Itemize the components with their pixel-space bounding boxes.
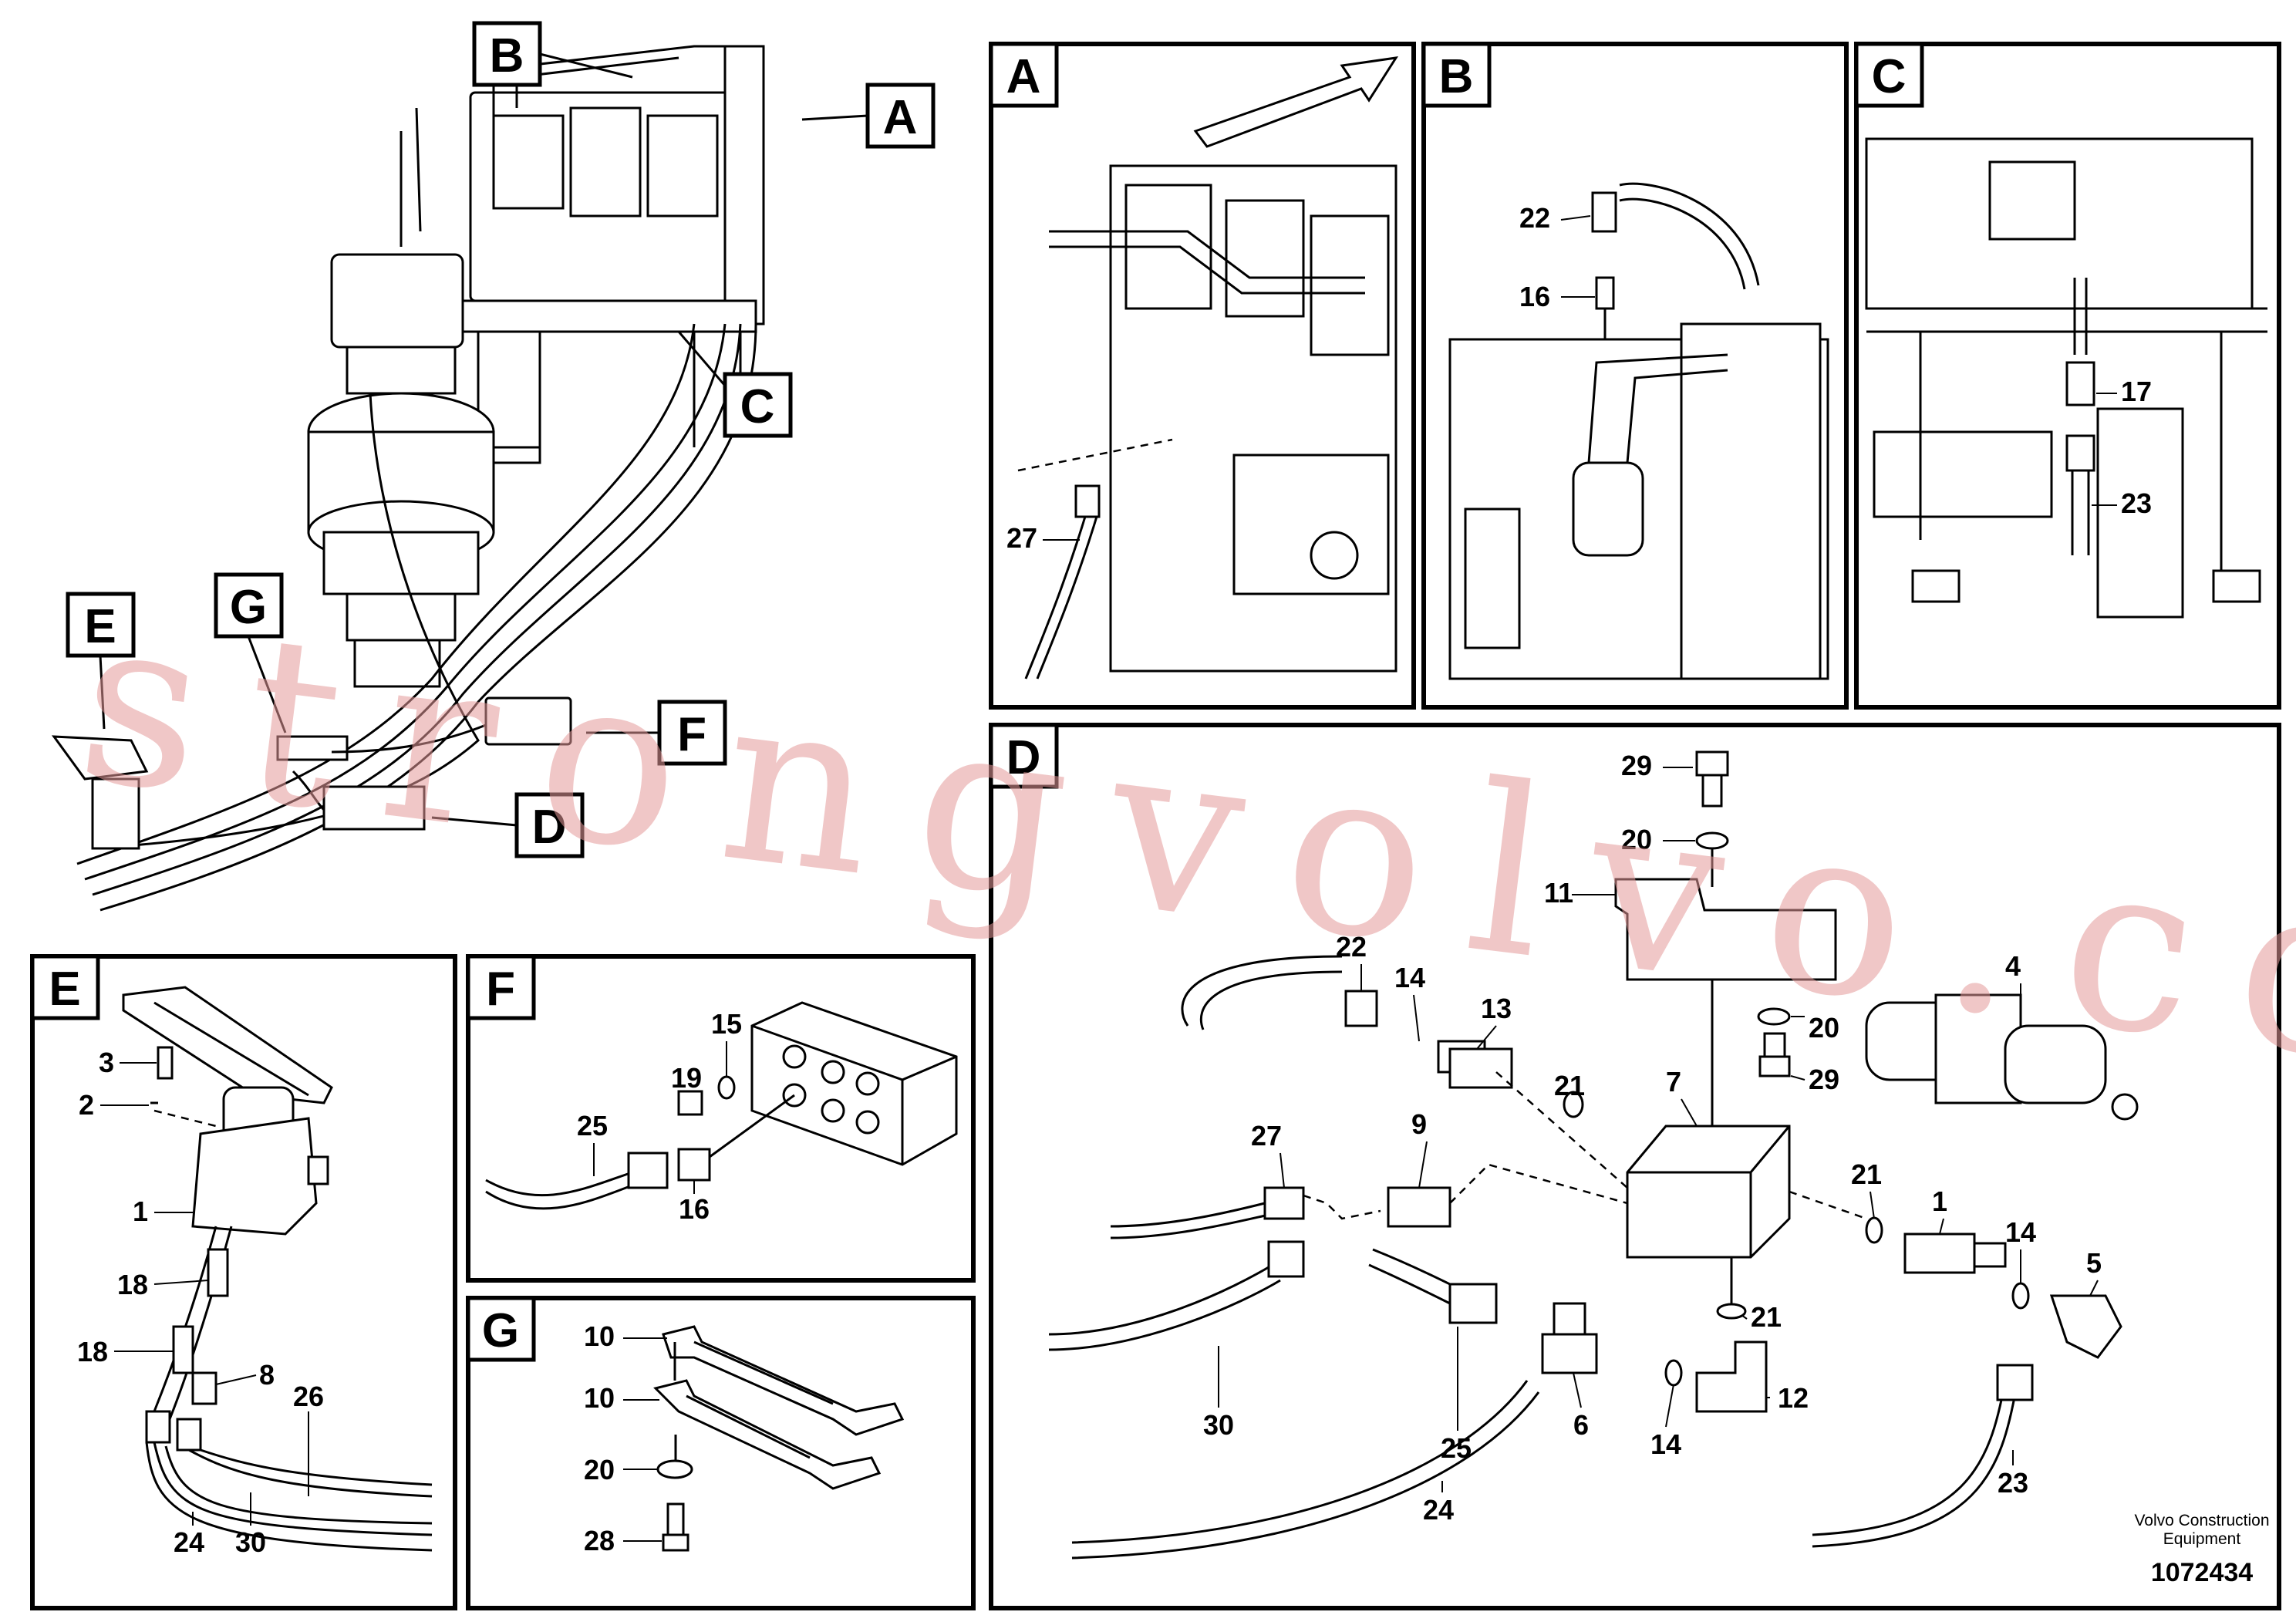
panel-A-tag: A [1006,50,1041,103]
panel-E-callout-18b: 18 [77,1336,108,1367]
panel-D-callout-29a: 29 [1621,750,1652,781]
panel-D-tag: D [1006,731,1041,784]
panel-D-callout-13a: 13 [1481,993,1512,1024]
panel-E-callout-30: 30 [235,1526,266,1558]
panel-G-tag: G [482,1304,519,1357]
panel-D-callout-24: 24 [1423,1494,1454,1526]
section-tag-B[interactable]: B [472,21,633,87]
section-tag-A[interactable]: A [801,83,936,149]
leader-D [431,816,518,827]
leader-B [539,52,633,79]
section-tag-G[interactable]: G [214,572,287,733]
panel-C-tag: C [1872,50,1907,103]
tag-label-C: C [740,380,775,433]
section-tag-C[interactable]: C [677,331,793,438]
tag-label-D: D [532,801,567,854]
panel-E-tag: E [49,963,80,1016]
panel-D-callout-29b: 29 [1809,1064,1839,1095]
panel-E-callout-24: 24 [174,1526,204,1558]
panel-E-callout-1: 1 [133,1195,148,1227]
panel-F-callout-15: 15 [711,1008,742,1040]
tag-label-G: G [230,581,267,634]
panel-G-callout-10a: 10 [584,1320,615,1352]
panel-D-callout-27: 27 [1251,1120,1282,1152]
panel-E-callout-2: 2 [79,1089,94,1121]
panel-E-callout-3: 3 [99,1047,114,1078]
leader-A [801,114,868,121]
section-tag-E[interactable]: E [66,592,136,730]
panel-F-tag: F [486,963,515,1016]
panel-F-callout-25: 25 [577,1110,608,1141]
tag-label-A: A [883,91,918,144]
tag-label-F: F [677,708,706,761]
panel-D-callout-20a: 20 [1621,824,1652,855]
document-number: 1072434 [2151,1558,2253,1587]
panel-E-callout-8: 8 [259,1359,275,1391]
leader-C [677,331,727,386]
panel-C-callout-23: 23 [2121,487,2152,519]
panel-E-callout-18a: 18 [117,1269,148,1300]
panel-D-callout-30: 30 [1203,1409,1234,1441]
panel-D-callout-22: 22 [1336,931,1367,963]
panel-D-callout-1: 1 [1932,1185,1947,1217]
panel-D-callout-14c: 14 [1650,1428,1681,1460]
overview-tags: B A C E G F D [66,21,936,858]
panel-F-callout-16: 16 [679,1193,710,1225]
panel-B-callout-16: 16 [1519,281,1550,312]
panel-D-callout-20b: 20 [1809,1012,1839,1044]
section-tag-D[interactable]: D [431,792,585,858]
leader-G [247,636,287,733]
panel-F: F 19 15 25 16 [466,954,976,1283]
section-tag-F[interactable]: F [586,700,727,766]
panel-D-callout-21c: 21 [1751,1301,1782,1333]
panel-C: C 17 23 [1854,42,2281,710]
panel-G-callout-10b: 10 [584,1382,615,1414]
panel-C-callout-17: 17 [2121,376,2152,407]
panel-D: D [989,723,2281,1610]
panel-G: G 10 10 20 28 [466,1296,976,1610]
company-name-line1: Volvo Construction [2134,1512,2269,1529]
panel-B-callout-22: 22 [1519,202,1550,234]
overview-illustration [51,45,765,912]
panel-D-callout-21a: 21 [1554,1070,1585,1101]
panel-D-callout-25: 25 [1441,1432,1472,1464]
panel-D-callout-21b: 21 [1851,1158,1882,1190]
panel-D-callout-12: 12 [1778,1382,1809,1414]
direction-arrow-icon [1193,56,1399,148]
tag-label-E: E [84,600,116,653]
panel-F-callout-19: 19 [671,1062,702,1094]
panel-D-callout-4: 4 [2005,950,2021,982]
panel-D-callout-14b: 14 [2005,1216,2036,1248]
panel-D-callout-5: 5 [2086,1247,2102,1279]
panel-D-callout-9: 9 [1411,1108,1427,1140]
panel-D-callout-7: 7 [1666,1066,1681,1098]
panel-D-callout-11: 11 [1544,877,1573,909]
panel-G-callout-28: 28 [584,1525,615,1556]
panel-D-callout-14a: 14 [1394,962,1425,993]
leader-E [99,655,106,730]
company-name-line2: Equipment [2163,1530,2241,1548]
panel-D-callout-6: 6 [1573,1409,1589,1441]
panel-G-callout-20: 20 [584,1454,615,1485]
panel-B: B 22 16 [1421,42,1849,710]
tag-label-B: B [490,29,524,83]
panel-E: E 3 2 1 18 18 8 26 [30,954,457,1610]
panel-B-tag: B [1439,50,1474,103]
panel-D-callout-23: 23 [1998,1467,2028,1499]
panel-A: A 27 [989,42,1416,710]
panel-E-callout-26: 26 [293,1381,324,1412]
panel-A-callout-27: 27 [1006,522,1037,554]
